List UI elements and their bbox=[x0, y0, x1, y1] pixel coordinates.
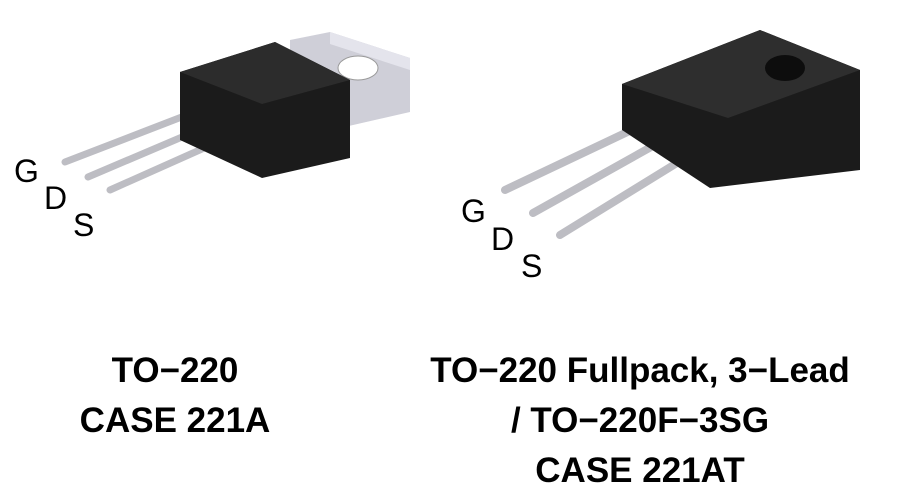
case-number: CASE 221AT bbox=[535, 451, 745, 490]
mounting-hole bbox=[337, 55, 379, 81]
pin-label-gate: G bbox=[461, 193, 486, 229]
case-number: CASE 221A bbox=[79, 401, 271, 440]
to220-caption: TO−220 CASE 221A bbox=[25, 346, 325, 446]
package-name: TO−220 Fullpack, 3−Lead bbox=[430, 351, 850, 390]
mounting-hole bbox=[765, 55, 805, 81]
to220f-leads bbox=[501, 122, 689, 239]
to220f-package bbox=[501, 30, 860, 239]
pin-label-source: S bbox=[521, 248, 543, 284]
to220-package bbox=[61, 32, 410, 194]
pin-label-source: S bbox=[73, 207, 95, 243]
to220f-caption: TO−220 Fullpack, 3−Lead / TO−220F−3SG CA… bbox=[380, 346, 900, 496]
package-name: TO−220 bbox=[111, 351, 239, 390]
pin-label-drain: D bbox=[491, 221, 515, 257]
pin-label-gate: G bbox=[14, 153, 39, 189]
pin-label-drain: D bbox=[44, 180, 68, 216]
package-alt-name: / TO−220F−3SG bbox=[510, 401, 770, 440]
